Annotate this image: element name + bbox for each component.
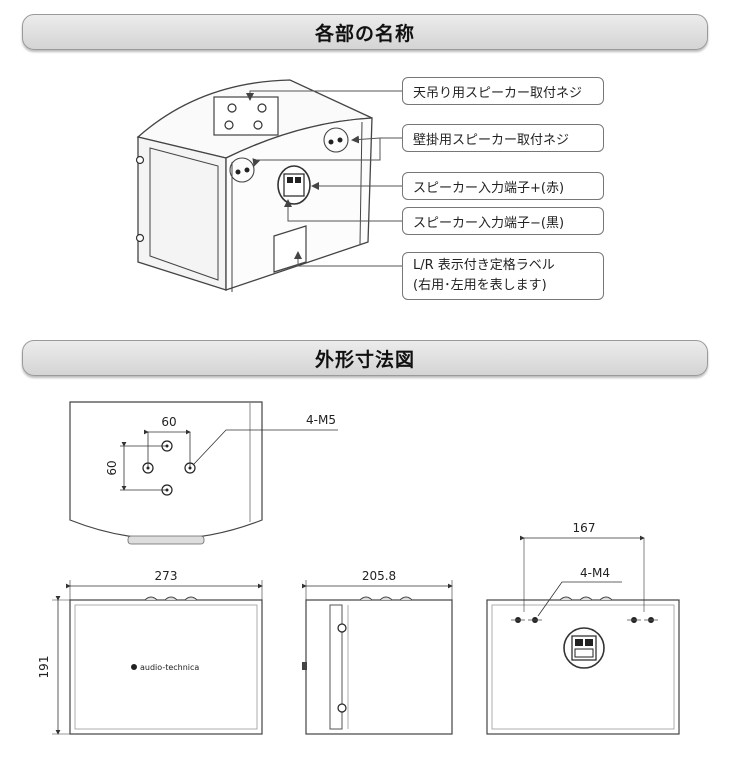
section-title-dimensions: 外形寸法図	[314, 348, 415, 371]
section-header-dimensions: 外形寸法図	[22, 340, 708, 376]
ceiling-mount-plate	[213, 96, 279, 136]
wall-screw-icon	[229, 127, 349, 183]
side-view: 205.8	[302, 569, 453, 735]
dim-depth: 205.8	[362, 569, 396, 583]
callout-ceiling-screw-label: 天吊り用スピーカー取付ネジ	[413, 85, 583, 101]
top-screw-icon	[142, 440, 196, 496]
section-header-parts: 各部の名称	[22, 14, 708, 50]
dim-top-hole-h: 60	[161, 415, 176, 429]
callout-wall-screw: 壁掛用スピーカー取付ネジ	[402, 124, 604, 152]
callout-ceiling-screw: 天吊り用スピーカー取付ネジ	[402, 77, 604, 105]
callout-rating-label: L/R 表示付き定格ラベル (右用･左用を表します)	[402, 252, 604, 300]
brand-text: audio-technica	[140, 663, 199, 672]
callout-terminal-plus: スピーカー入力端子+(赤)	[402, 172, 604, 200]
dim-rear-screw: 4-M4	[580, 566, 610, 580]
callout-rating-label-line1: L/R 表示付き定格ラベル	[413, 258, 555, 273]
rear-terminal-icon	[563, 627, 605, 669]
dim-height: 191	[37, 656, 51, 679]
rear-view: 167 4-M4	[486, 521, 680, 735]
dim-width: 273	[155, 569, 178, 583]
dim-top-screw: 4-M5	[306, 413, 336, 427]
callout-rating-label-line2: (右用･左用を表します)	[413, 278, 547, 293]
front-hinge-icon	[135, 155, 145, 243]
side-hinge-icon	[337, 623, 347, 713]
dim-rear-spacing: 167	[573, 521, 596, 535]
dim-top-hole-v: 60	[105, 460, 119, 475]
brand-logo-icon	[131, 664, 137, 670]
callout-terminal-minus: スピーカー入力端子−(黒)	[402, 207, 604, 235]
callout-wall-screw-label: 壁掛用スピーカー取付ネジ	[413, 132, 570, 148]
callout-terminal-minus-label: スピーカー入力端子−(黒)	[413, 215, 565, 231]
ceiling-screw-icon	[224, 103, 267, 130]
section-title-parts: 各部の名称	[314, 22, 415, 45]
top-view: 60 60 4-M5	[69, 401, 338, 545]
callout-leaders	[246, 90, 402, 267]
front-view: audio-technica 273 191	[37, 569, 263, 735]
callout-terminal-plus-label: スピーカー入力端子+(赤)	[413, 180, 565, 196]
speaker-terminal-icon	[277, 165, 311, 205]
